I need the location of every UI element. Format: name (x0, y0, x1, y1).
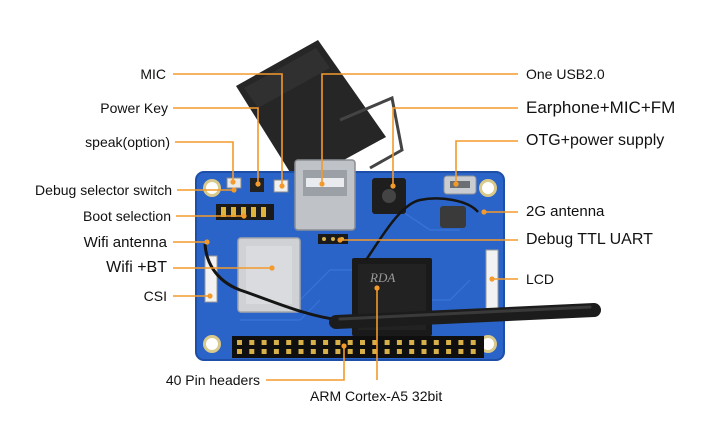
header-pin (323, 340, 329, 345)
label-40-pin-headers: 40 Pin headers (165, 372, 260, 388)
header-pin (286, 349, 292, 354)
antenna-rod-highlight (338, 305, 592, 321)
header-pin (470, 340, 476, 345)
header-pin (249, 340, 255, 345)
header-pin (310, 340, 316, 345)
label-debug-ttl-uart: Debug TTL UART (526, 231, 653, 248)
label-csi: CSI (143, 288, 167, 304)
header-pin (347, 349, 353, 354)
label-otg-power-supply: OTG+power supply (526, 132, 665, 149)
header-pin (396, 349, 402, 354)
label-power-key: Power Key (100, 100, 168, 116)
header-pin (298, 349, 304, 354)
header-pin (237, 349, 242, 354)
header-pin (237, 340, 242, 345)
header-pin (249, 349, 255, 354)
header-pin (335, 349, 341, 354)
label-one-usb2: One USB2.0 (526, 66, 605, 82)
chip-marking: RDA (369, 270, 395, 285)
label-wifi-bt: Wifi +BT (106, 259, 167, 276)
earphone-jack (372, 178, 406, 214)
antenna-rod (329, 303, 601, 329)
header-pin (433, 349, 439, 354)
usb-connector (294, 159, 356, 231)
header-pin (360, 340, 365, 345)
header-pin (384, 349, 390, 354)
leader-dots (204, 179, 495, 349)
leader-lines (173, 73, 518, 381)
header-pin (446, 340, 452, 345)
pin-header (232, 336, 484, 358)
header-pin (372, 340, 378, 345)
inductor (440, 206, 466, 228)
header-pin (421, 349, 427, 354)
header-pin (446, 349, 452, 354)
header-pin (384, 340, 390, 345)
uart-pins (318, 234, 348, 244)
header-pin (396, 340, 402, 345)
header-pin (470, 349, 476, 354)
header-pin (273, 340, 279, 345)
header-pin (261, 349, 267, 354)
header-pin (421, 340, 427, 345)
label-mic: MIC (140, 66, 166, 82)
header-pin (323, 349, 329, 354)
header-pin (298, 340, 304, 345)
label-arm-cortex-a5: ARM Cortex-A5 32bit (310, 388, 443, 404)
label-earphone-mic-fm: Earphone+MIC+FM (526, 98, 676, 117)
header-pin (458, 340, 464, 345)
label-lcd: LCD (526, 271, 555, 287)
otg-port (443, 175, 477, 195)
header-pin (360, 349, 365, 354)
label-wifi-antenna: Wifi antenna (83, 234, 167, 251)
header-pin (458, 349, 464, 354)
header-pin (409, 340, 415, 345)
header-pin (347, 340, 353, 345)
header-pin (286, 340, 292, 345)
film-antenna (236, 40, 404, 185)
header-pin (335, 340, 341, 345)
label-debug-selector-switch: Debug selector switch (35, 182, 172, 198)
header-pin (409, 349, 415, 354)
header-pin (372, 349, 378, 354)
header-pin (433, 340, 439, 345)
header-pin (310, 349, 316, 354)
antenna-cable (203, 243, 341, 322)
label-boot-selection: Boot selection (83, 208, 171, 224)
label-speak-option: speak(option) (85, 134, 170, 150)
header-pin (273, 349, 279, 354)
label-2g-antenna: 2G antenna (526, 203, 605, 220)
header-pin (261, 340, 267, 345)
